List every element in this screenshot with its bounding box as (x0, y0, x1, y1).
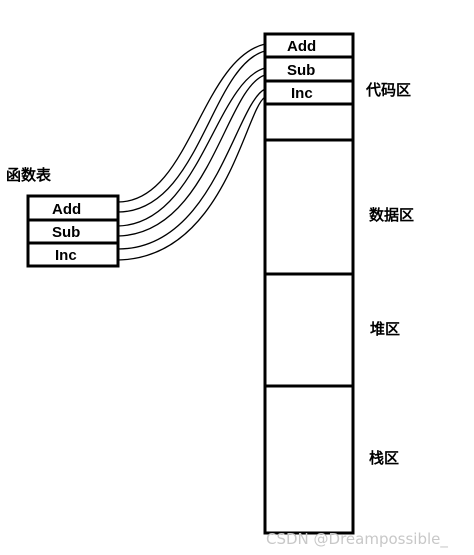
function-table (26, 194, 120, 268)
pointer-add-curve-a (117, 43, 266, 203)
pointer-add-curve-b (117, 50, 266, 213)
function-table-entry-inc: Inc (55, 247, 77, 264)
pointer-inc-curve-b (117, 96, 266, 261)
region-label-stack: 栈区 (369, 449, 399, 467)
memory-column-frame (263, 32, 355, 535)
pointer-sub-curve-b (117, 74, 266, 237)
region-label-code: 代码区 (365, 81, 411, 99)
watermark: CSDN @Dreampossible_ (266, 530, 448, 549)
function-table-title: 函数表 (6, 166, 52, 184)
code-entry-add: Add (287, 38, 316, 55)
pointer-inc-curve-a (117, 88, 266, 250)
region-label-heap: 堆区 (370, 320, 400, 338)
pointer-curves (117, 43, 266, 261)
function-table-entry-sub: Sub (52, 224, 80, 241)
code-entry-inc: Inc (291, 85, 313, 102)
function-table-entry-inc-box (26, 241, 120, 268)
code-entry-sub: Sub (287, 62, 315, 79)
memory-column (263, 32, 355, 535)
pointer-sub-curve-a (117, 67, 266, 227)
function-table-entry-add: Add (52, 201, 81, 218)
region-label-data: 数据区 (369, 206, 414, 224)
